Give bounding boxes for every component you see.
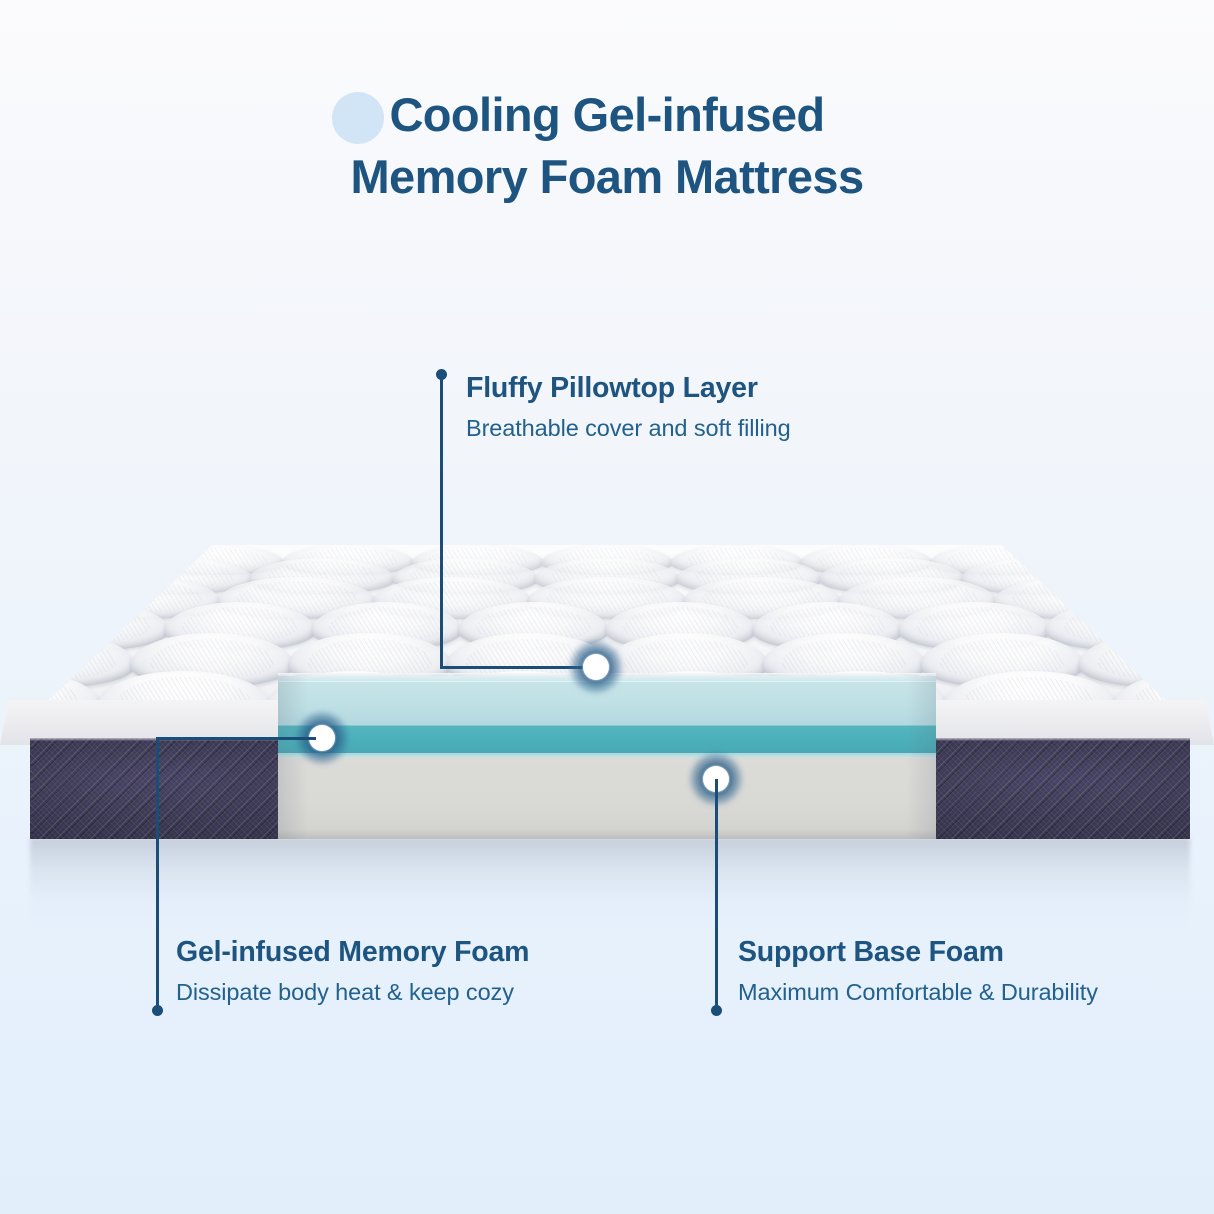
cutaway-shading-right (906, 676, 936, 839)
side-panel-left (30, 738, 278, 839)
floor-reflection (30, 838, 1190, 930)
leader-line-gel-vertical (156, 737, 159, 1010)
callout-gel-title: Gel-infused Memory Foam (176, 936, 530, 968)
page-title: Cooling Gel-infused Memory Foam Mattress (0, 84, 1214, 208)
title-line-1: Cooling Gel-infused (389, 88, 825, 141)
callout-pillowtop-subtitle: Breathable cover and soft filling (466, 415, 791, 442)
leader-line-pillowtop-horizontal (440, 666, 598, 669)
callout-gel-subtitle: Dissipate body heat & keep cozy (176, 979, 514, 1006)
callout-support-base-foam: Support Base Foam Maximum Comfortable & … (738, 936, 1098, 1006)
title-decoration-circle (332, 92, 384, 144)
callout-support-title: Support Base Foam (738, 936, 1004, 968)
layer-transition-edge (278, 753, 936, 758)
layer-support-base-foam (278, 758, 936, 839)
leader-endpoint-support (711, 1005, 722, 1016)
mattress-illustration (0, 545, 1214, 945)
cutaway-shading-left (278, 676, 308, 839)
side-panel-right (936, 738, 1190, 839)
marker-core-icon (583, 654, 609, 680)
leader-line-gel-horizontal (156, 737, 316, 740)
layer-gel-transition-band (278, 725, 936, 753)
marker-pillowtop[interactable] (570, 641, 622, 693)
title-line-2: Memory Foam Mattress (350, 150, 865, 204)
callout-pillowtop: Fluffy Pillowtop Layer Breathable cover … (466, 372, 791, 442)
callout-gel-memory-foam: Gel-infused Memory Foam Dissipate body h… (176, 936, 530, 1006)
callout-support-subtitle: Maximum Comfortable & Durability (738, 979, 1098, 1006)
leader-line-pillowtop-vertical (440, 374, 443, 668)
leader-endpoint-gel (152, 1005, 163, 1016)
callout-pillowtop-title: Fluffy Pillowtop Layer (466, 372, 758, 404)
leader-line-support-vertical (715, 779, 718, 1010)
